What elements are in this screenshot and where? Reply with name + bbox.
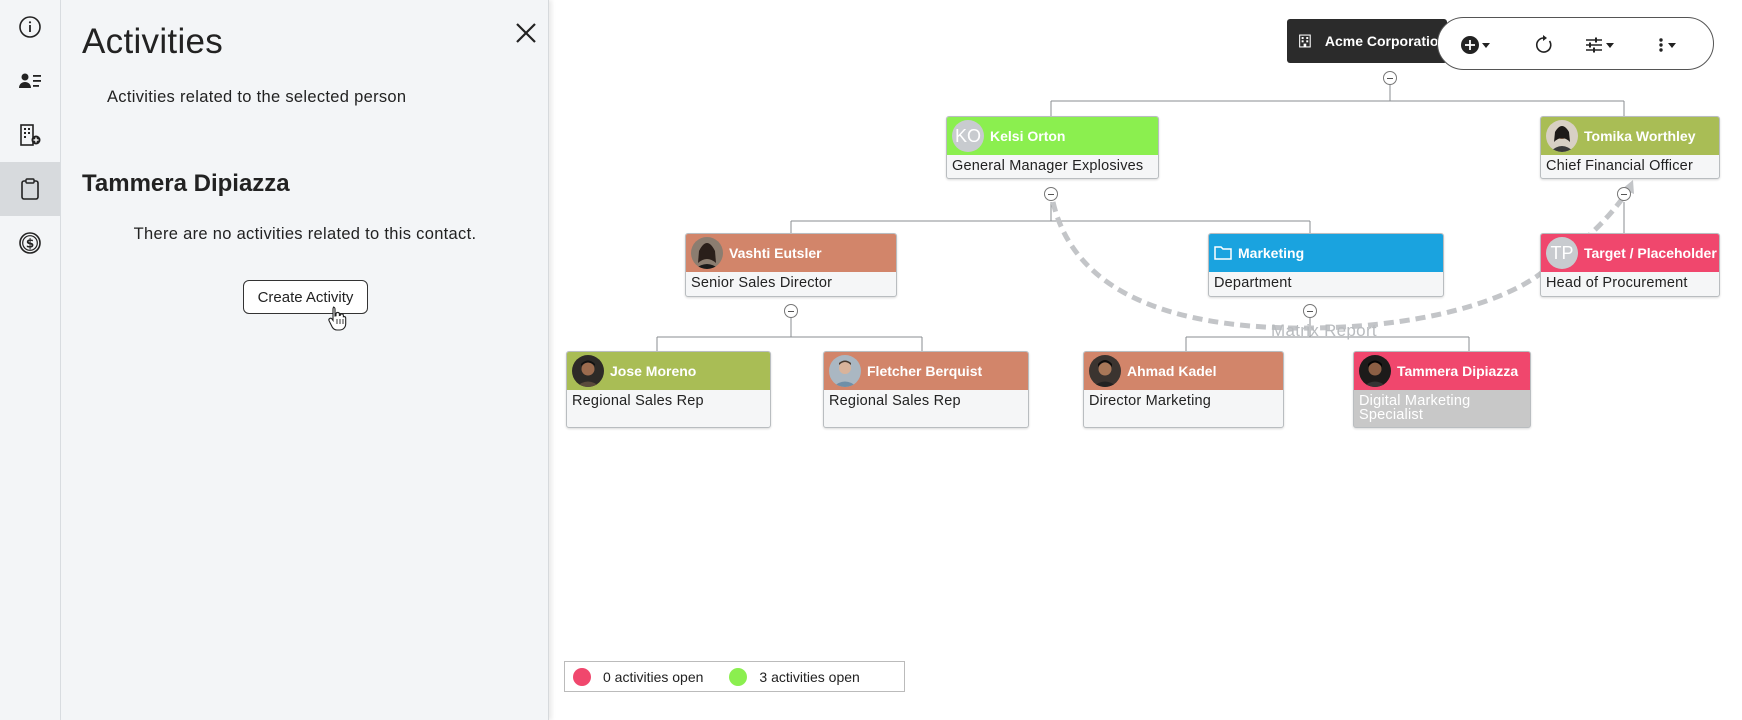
refresh-button[interactable]	[1534, 32, 1554, 58]
node-header: Tomika Worthley	[1541, 117, 1719, 155]
filter-settings-button[interactable]	[1584, 32, 1616, 58]
folder-icon	[1214, 246, 1232, 260]
selected-person-name: Tammera Dipiazza	[82, 170, 290, 197]
node-header: Tammera Dipiazza	[1354, 352, 1530, 390]
avatar	[691, 237, 723, 269]
caret-down-icon	[1606, 43, 1614, 48]
collapse-toggle[interactable]	[1617, 187, 1631, 201]
more-options-button[interactable]	[1656, 32, 1678, 58]
chart-toolbar	[1437, 17, 1714, 70]
building-icon	[1299, 34, 1311, 48]
node-name: Ahmad Kadel	[1127, 363, 1217, 379]
close-icon[interactable]	[510, 17, 542, 49]
node-title: Chief Financial Officer	[1546, 158, 1693, 174]
org-node-target-placeholder[interactable]: TP Target / Placeholder Head of Procurem…	[1540, 233, 1720, 297]
person-photo-icon	[1546, 120, 1578, 152]
person-photo-icon	[829, 355, 861, 387]
node-name: Jose Moreno	[610, 363, 697, 379]
building-add-icon	[20, 124, 41, 146]
person-photo-icon	[691, 237, 723, 269]
dollar-icon: $	[19, 232, 41, 254]
org-node-ahmad-kadel[interactable]: Ahmad Kadel Director Marketing	[1083, 351, 1284, 428]
caret-down-icon	[1482, 43, 1490, 48]
rail-item-activities[interactable]	[0, 162, 60, 216]
node-name: Kelsi Orton	[990, 128, 1066, 144]
clipboard-icon	[21, 178, 39, 200]
hand-cursor-icon	[328, 306, 347, 331]
collapse-toggle[interactable]	[1044, 187, 1058, 201]
create-activity-button[interactable]: Create Activity	[243, 280, 368, 314]
node-title: Digital Marketing Specialist	[1359, 393, 1471, 423]
activities-panel: Activities Activities related to the sel…	[61, 0, 549, 720]
person-photo-icon	[572, 355, 604, 387]
collapse-toggle[interactable]	[1303, 304, 1317, 318]
org-node-vashti-eutsler[interactable]: Vashti Eutsler Senior Sales Director	[685, 233, 897, 297]
contact-list-icon	[19, 73, 41, 88]
sliders-icon	[1586, 37, 1602, 53]
node-header: Vashti Eutsler	[686, 234, 896, 272]
node-title: Director Marketing	[1089, 393, 1212, 409]
refresh-icon	[1536, 35, 1552, 53]
node-title: Head of Procurement	[1546, 275, 1688, 291]
org-node-fletcher-berquist[interactable]: Fletcher Berquist Regional Sales Rep	[823, 351, 1029, 428]
root-company-node[interactable]: Acme Corporation	[1287, 19, 1447, 63]
node-name: Tomika Worthley	[1584, 128, 1696, 144]
node-header: Fletcher Berquist	[824, 352, 1028, 390]
node-header: TP Target / Placeholder	[1541, 234, 1719, 272]
node-header: Ahmad Kadel	[1084, 352, 1283, 390]
rail-item-deals[interactable]: $	[0, 216, 60, 270]
node-name: Fletcher Berquist	[867, 363, 983, 379]
rail-item-companies[interactable]	[0, 108, 60, 162]
activity-legend: 0 activities open 3 activities open	[564, 661, 905, 692]
legend-label: 0 activities open	[603, 668, 704, 685]
node-title: Department	[1214, 275, 1292, 291]
legend-dot-green	[729, 667, 748, 686]
plus-circle-icon	[1461, 36, 1479, 54]
org-node-kelsi-orton[interactable]: KO Kelsi Orton General Manager Explosive…	[946, 116, 1159, 179]
legend-dot-red	[573, 667, 591, 686]
rail-item-info[interactable]	[0, 0, 60, 54]
add-node-button[interactable]	[1460, 32, 1492, 58]
avatar	[829, 355, 861, 387]
legend-label: 3 activities open	[759, 668, 860, 685]
node-header: KO Kelsi Orton	[947, 117, 1158, 155]
collapse-toggle[interactable]	[1383, 71, 1397, 85]
node-header: Marketing	[1209, 234, 1443, 272]
root-company-label: Acme Corporation	[1324, 33, 1447, 49]
panel-subtitle: Activities related to the selected perso…	[107, 88, 407, 106]
empty-activities-message: There are no activities related to this …	[133, 225, 477, 243]
node-title: Senior Sales Director	[691, 275, 833, 291]
person-photo-icon	[1359, 355, 1391, 387]
avatar: TP	[1546, 237, 1578, 269]
org-node-marketing-department[interactable]: Marketing Department	[1208, 233, 1444, 297]
info-icon	[19, 16, 41, 38]
svg-text:$: $	[26, 237, 34, 251]
node-name: Vashti Eutsler	[729, 245, 822, 261]
node-name: Target / Placeholder	[1584, 245, 1717, 261]
org-node-jose-moreno[interactable]: Jose Moreno Regional Sales Rep	[566, 351, 771, 428]
node-title: General Manager Explosives	[952, 158, 1144, 174]
avatar	[1359, 355, 1391, 387]
org-node-tomika-worthley[interactable]: Tomika Worthley Chief Financial Officer	[1540, 116, 1720, 179]
person-photo-icon	[1089, 355, 1121, 387]
collapse-toggle[interactable]	[784, 304, 798, 318]
panel-title: Activities	[82, 22, 224, 61]
kebab-menu-icon	[1659, 38, 1663, 52]
rail-item-contacts[interactable]	[0, 54, 60, 108]
node-header: Jose Moreno	[567, 352, 770, 390]
avatar: KO	[952, 120, 984, 152]
caret-down-icon	[1668, 43, 1676, 48]
avatar	[1089, 355, 1121, 387]
avatar	[572, 355, 604, 387]
node-name: Marketing	[1238, 245, 1305, 261]
node-title: Regional Sales Rep	[829, 393, 961, 409]
matrix-report-label: Matrix Report	[1271, 321, 1377, 340]
icon-rail: $	[0, 0, 61, 720]
node-name: Tammera Dipiazza	[1397, 363, 1519, 379]
org-node-tammera-dipiazza[interactable]: Tammera Dipiazza Digital Marketing Speci…	[1353, 351, 1531, 428]
node-title: Regional Sales Rep	[572, 393, 704, 409]
avatar	[1546, 120, 1578, 152]
